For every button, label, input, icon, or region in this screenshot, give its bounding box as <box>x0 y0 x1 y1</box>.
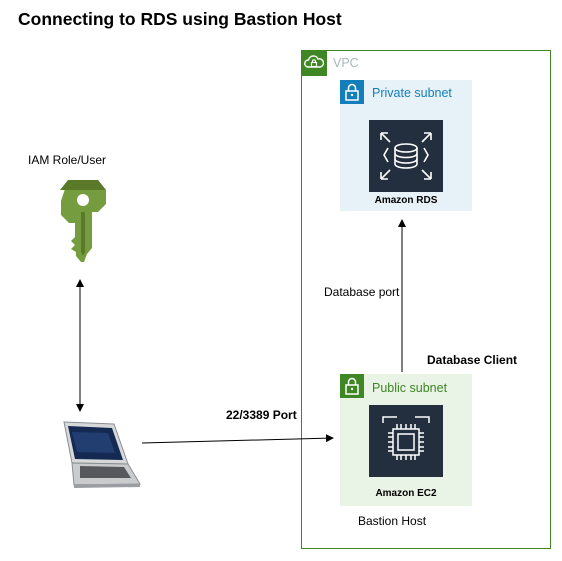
public-subnet-label: Public subnet <box>372 381 448 395</box>
padlock-icon <box>340 80 364 104</box>
vpc-container <box>301 50 551 549</box>
iam-label: IAM Role/User <box>28 153 107 167</box>
diagram-title: Connecting to RDS using Bastion Host <box>18 9 342 29</box>
rds-label: Amazon RDS <box>374 195 438 206</box>
padlock-icon <box>340 374 364 398</box>
ec2-chip-icon <box>369 405 443 477</box>
database-client-label: Database Client <box>427 353 518 367</box>
bastion-host-label: Bastion Host <box>358 514 427 528</box>
laptop-icon <box>58 420 142 495</box>
ssh-rdp-port-label: 22/3389 Port <box>226 408 297 422</box>
private-subnet-label: Private subnet <box>372 86 452 100</box>
vpc-label: VPC <box>333 56 359 70</box>
database-port-label: Database port <box>324 285 400 299</box>
laptop-to-bastion-arrow <box>141 434 334 444</box>
ec2-label: Amazon EC2 <box>375 488 437 499</box>
cloud-lock-icon <box>301 50 327 76</box>
rds-database-icon <box>369 120 443 192</box>
iam-key-icon <box>60 180 106 267</box>
